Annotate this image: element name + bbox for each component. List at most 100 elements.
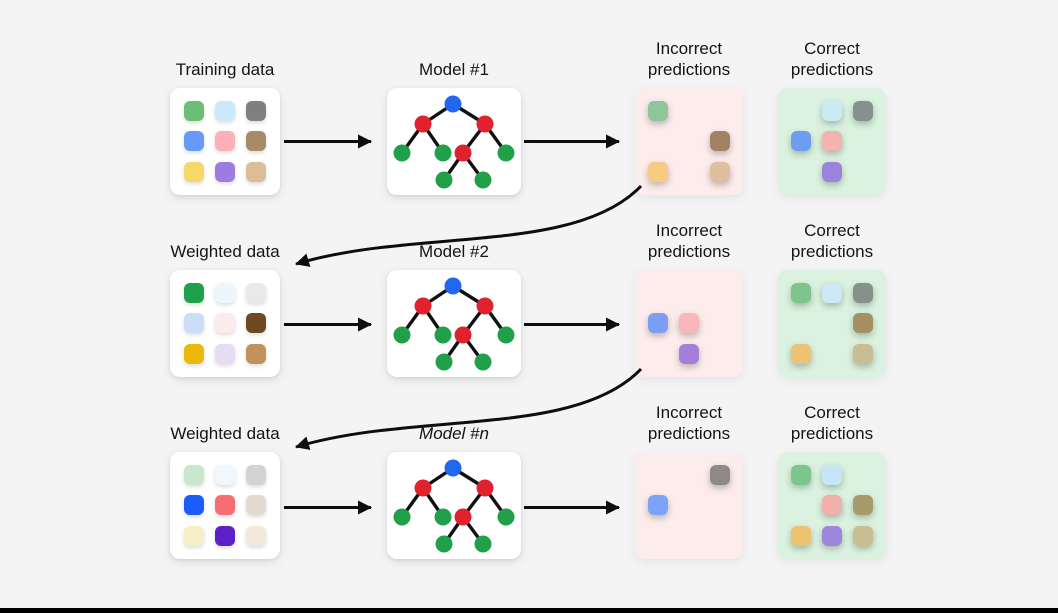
tree-node <box>497 326 515 344</box>
correct-predictions-panel <box>778 270 886 377</box>
empty-cell <box>791 313 811 333</box>
empty-cell <box>648 526 668 546</box>
tree-node <box>474 535 492 553</box>
model-2-panel <box>387 270 521 377</box>
data-square <box>183 343 204 364</box>
tree-node <box>476 297 494 315</box>
tree-node <box>454 326 472 344</box>
data-square <box>183 283 204 304</box>
empty-cell <box>822 313 842 333</box>
data-square <box>852 313 873 334</box>
data-square <box>214 101 235 122</box>
model-1-panel <box>387 88 521 195</box>
empty-cell <box>648 283 668 303</box>
data-square <box>214 131 235 152</box>
bottom-border <box>0 608 1058 613</box>
tree-node <box>414 115 432 133</box>
data-square <box>648 101 669 122</box>
empty-cell <box>853 131 873 151</box>
data-square <box>821 525 842 546</box>
correct-predictions-panel <box>778 452 886 559</box>
data-square <box>791 465 812 486</box>
data-square <box>648 313 669 334</box>
empty-cell <box>791 495 811 515</box>
model-1-label: Model #1 <box>419 60 489 79</box>
data-square <box>791 131 812 152</box>
data-square <box>246 465 267 486</box>
tree-node <box>444 277 462 295</box>
tree-node <box>393 508 411 526</box>
empty-cell <box>710 283 730 303</box>
empty-cell <box>679 283 699 303</box>
incorrect-predictions-label: Incorrect predictions <box>647 221 731 261</box>
data-square <box>852 283 873 304</box>
data-square <box>852 525 873 546</box>
data-square <box>183 525 204 546</box>
data-square <box>214 465 235 486</box>
data-square <box>246 161 267 182</box>
data-square <box>183 495 204 516</box>
tree-node <box>393 144 411 162</box>
data-square <box>791 283 812 304</box>
data-square <box>214 525 235 546</box>
tree-node <box>474 171 492 189</box>
correct-predictions-label: Correct predictions <box>790 39 874 79</box>
empty-cell <box>791 101 811 121</box>
incorrect-grid <box>635 270 743 377</box>
data-square <box>791 343 812 364</box>
tree-node <box>497 508 515 526</box>
data-square <box>214 161 235 182</box>
model-2-label: Model #2 <box>419 242 489 261</box>
empty-cell <box>791 162 811 182</box>
data-square <box>246 101 267 122</box>
data-square <box>214 495 235 516</box>
tree-node <box>476 115 494 133</box>
tree-node <box>414 479 432 497</box>
empty-cell <box>679 526 699 546</box>
data-square <box>246 131 267 152</box>
data-square <box>709 131 730 152</box>
empty-cell <box>853 162 873 182</box>
tree-node <box>474 353 492 371</box>
incorrect-predictions-panel <box>635 452 743 559</box>
tree-node <box>444 95 462 113</box>
data-square <box>246 313 267 334</box>
data-square <box>246 525 267 546</box>
empty-cell <box>648 131 668 151</box>
data-square <box>214 343 235 364</box>
tree-node <box>444 459 462 477</box>
empty-cell <box>822 344 842 364</box>
data-square <box>183 101 204 122</box>
data-square <box>183 131 204 152</box>
incorrect-predictions-label: Incorrect predictions <box>647 39 731 79</box>
tree-node <box>435 353 453 371</box>
tree-node <box>393 326 411 344</box>
data-square <box>821 283 842 304</box>
model-n-panel <box>387 452 521 559</box>
weighted-data-label: Weighted data <box>170 242 280 261</box>
data-square <box>821 161 842 182</box>
correct-grid <box>778 270 886 377</box>
data-square <box>648 495 669 516</box>
empty-cell <box>853 465 873 485</box>
empty-cell <box>679 101 699 121</box>
tree-node <box>435 171 453 189</box>
empty-cell <box>679 465 699 485</box>
empty-cell <box>679 131 699 151</box>
tree-node <box>434 508 452 526</box>
tree-node <box>497 144 515 162</box>
decision-tree <box>387 270 521 377</box>
correct-grid <box>778 452 886 559</box>
tree-node <box>434 144 452 162</box>
tree-node <box>454 144 472 162</box>
data-square <box>183 161 204 182</box>
data-square <box>821 495 842 516</box>
training-data-panel <box>170 88 280 195</box>
data-grid <box>170 452 280 559</box>
data-square <box>852 495 873 516</box>
correct-predictions-label: Correct predictions <box>790 403 874 443</box>
incorrect-predictions-panel <box>635 270 743 377</box>
data-square <box>821 465 842 486</box>
correct-grid <box>778 88 886 195</box>
